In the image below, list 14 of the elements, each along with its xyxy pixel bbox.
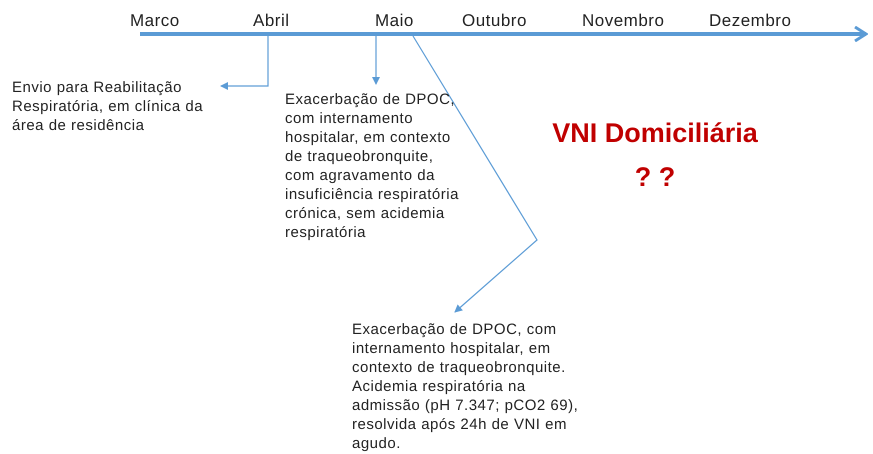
- question-marks: ? ?: [634, 162, 676, 193]
- event-text: Exacerbação de DPOC, com internamento hospitalar, em contexto de traqueobronquite. Acidemia respiratória na admissão (pH 7.347; pCO2 69), resolvida após 24h de VNI em agudo.: [352, 320, 584, 453]
- event-text: Envio para Reabilitação Respiratória, em clínica da área de residência: [12, 78, 217, 135]
- event-text: Exacerbação de DPOC, com internamento hospitalar, em contexto de traqueobronquite, com agravamento da insuficiência respiratória crónica, sem acidemia respiratória: [285, 90, 463, 242]
- heading-text: VNI Domiciliária: [552, 118, 758, 149]
- month-label: Maio: [375, 11, 414, 30]
- month-label: Outubro: [462, 11, 527, 30]
- month-label: Abril: [253, 11, 290, 30]
- arrow: [412, 36, 538, 313]
- month-label: Novembro: [582, 11, 664, 30]
- month-label: Marco: [130, 11, 180, 30]
- month-label: Dezembro: [709, 11, 792, 30]
- arrow: [220, 36, 269, 90]
- arrow: [372, 36, 380, 85]
